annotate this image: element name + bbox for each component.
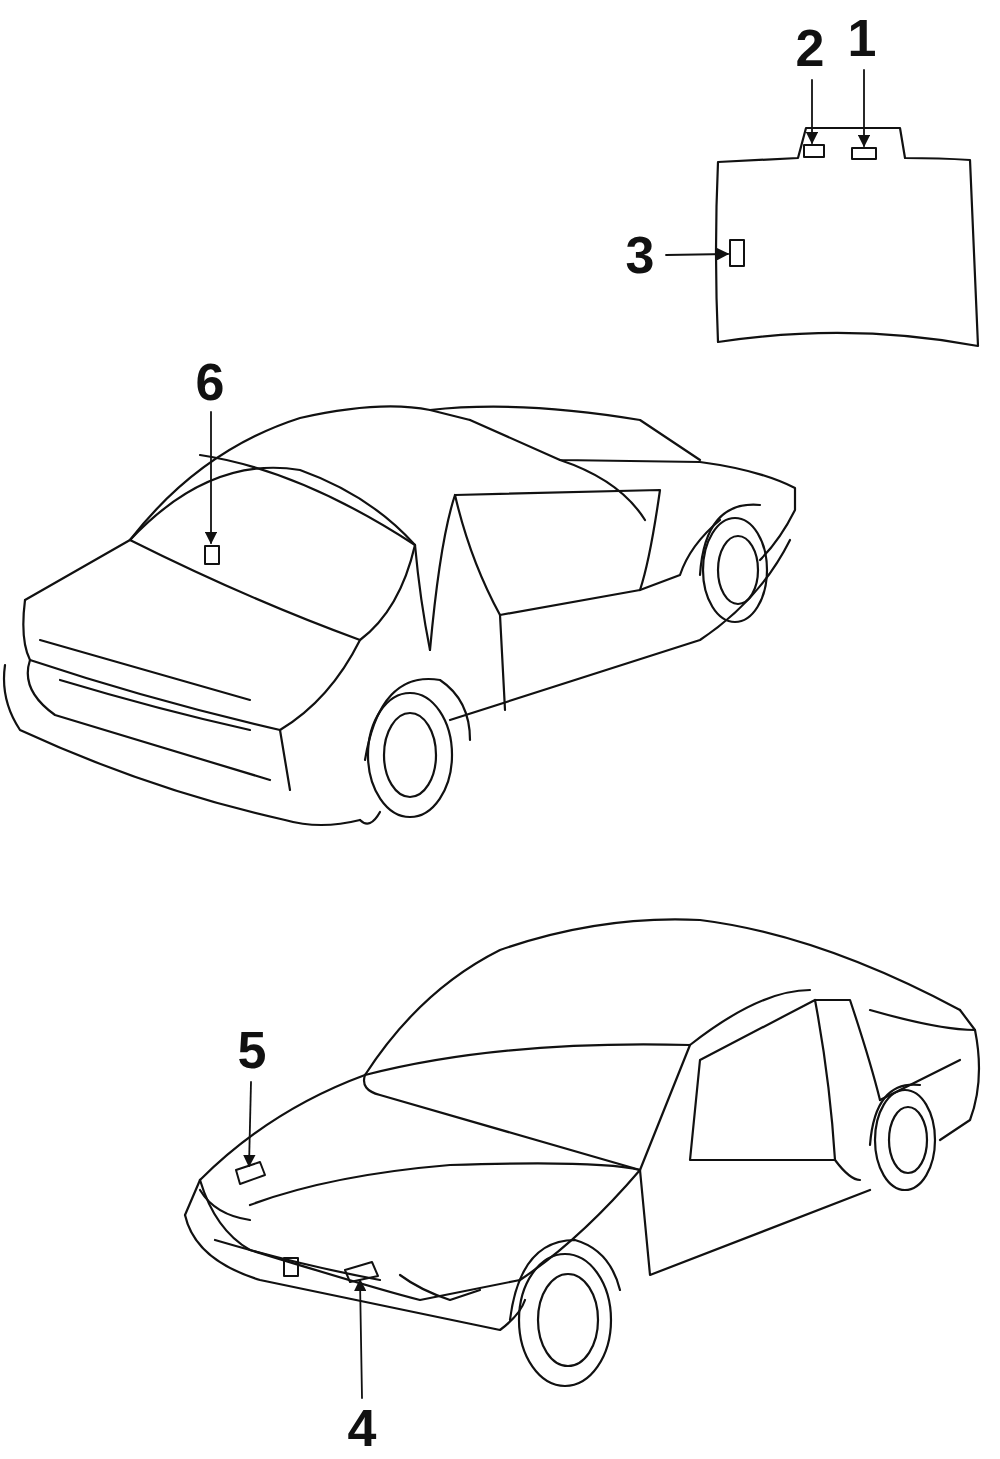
rear-view-car bbox=[4, 406, 795, 825]
callout-number: 6 bbox=[196, 356, 225, 408]
callout-number: 5 bbox=[238, 1024, 267, 1076]
hood-panel bbox=[716, 128, 978, 346]
callout-number: 3 bbox=[626, 229, 655, 281]
callout-number: 1 bbox=[848, 12, 877, 64]
front-view-car bbox=[185, 919, 979, 1386]
leader-lines bbox=[211, 70, 864, 1398]
callout-number: 4 bbox=[348, 1402, 377, 1454]
callout-number: 2 bbox=[796, 22, 825, 74]
